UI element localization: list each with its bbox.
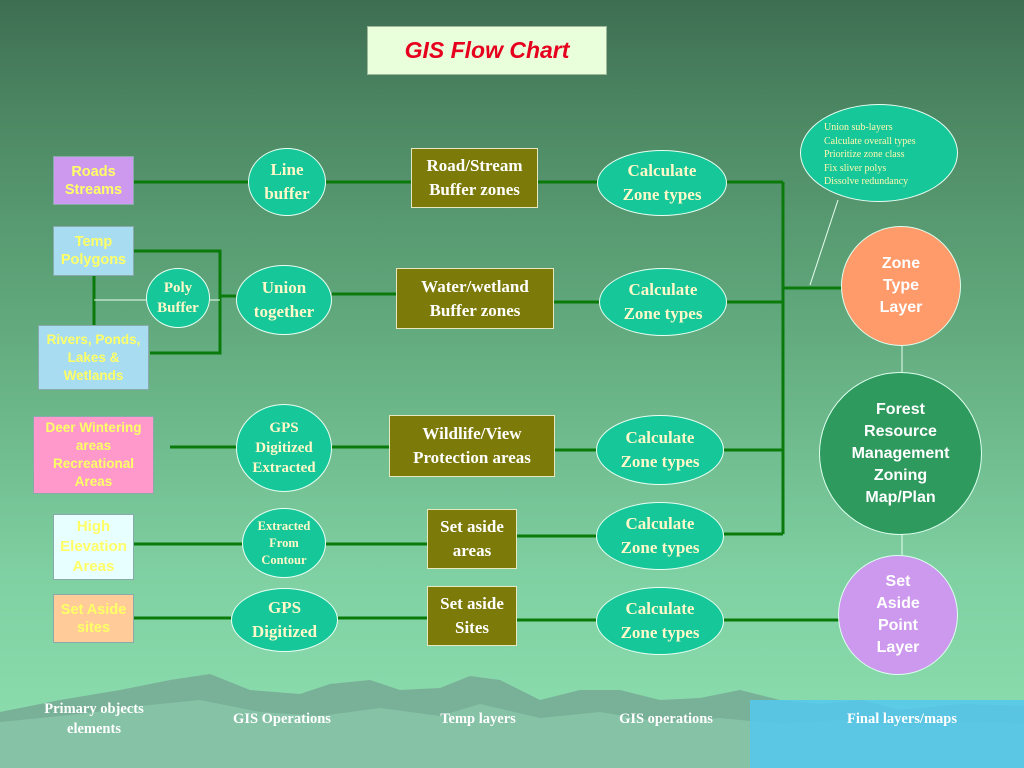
rivers-ponds-box: Rivers, Ponds, Lakes & Wetlands (38, 325, 149, 390)
mountain-silhouette (0, 674, 1024, 768)
footer-gis-operations: GIS Operations (233, 711, 331, 727)
calculate-zone-types-oval: Calculate Zone types (596, 502, 724, 570)
note-line: Union sub-layers (824, 122, 893, 133)
union-together-oval: Union together (236, 265, 332, 335)
zone-type-layer-circle: Zone Type Layer (841, 226, 961, 346)
set-aside-point-layer-circle: Set Aside Point Layer (838, 555, 958, 675)
note-line: Dissolve redundancy (824, 176, 909, 187)
deer-wintering-box: Deer Wintering areas Recreational Areas (33, 416, 154, 494)
calculate-zone-types-oval: Calculate Zone types (599, 268, 727, 336)
line-buffer-oval: Line buffer (248, 148, 326, 216)
footer-temp-layers: Temp layers (440, 711, 516, 727)
set-aside-areas-box: Set aside areas (427, 509, 517, 569)
page-title: GIS Flow Chart (367, 26, 607, 75)
footer-final-layers: Final layers/maps (847, 711, 957, 727)
note-line: Calculate overall types (824, 135, 916, 147)
poly-buffer-oval: Poly Buffer (146, 268, 210, 328)
calculate-zone-types-oval: Calculate Zone types (597, 150, 727, 216)
footer-primary-objects: Primary objects elements (44, 701, 144, 737)
calculate-zone-types-oval: Calculate Zone types (596, 587, 724, 655)
note-line: Fix sliver polys (824, 162, 887, 174)
extracted-from-contour-oval: Extracted From Contour (242, 508, 326, 578)
set-aside-sites-box: Set Aside sites (53, 594, 134, 643)
gps-digitized-extracted-oval: GPS Digitized Extracted (236, 404, 332, 492)
gps-digitized-oval: GPS Digitized (231, 588, 338, 652)
set-aside-sites-temp-box: Set aside Sites (427, 586, 517, 646)
water-wetland-buffer-box: Water/wetland Buffer zones (396, 268, 554, 329)
forest-resource-plan-circle: Forest Resource Management Zoning Map/Pl… (819, 372, 982, 535)
union-steps-note-oval (800, 104, 958, 202)
high-elevation-box: High Elevation Areas (53, 514, 134, 580)
union-steps-note-text: Union sub-layers Calculate overall types… (824, 121, 949, 189)
roads-streams-box: Roads Streams (53, 156, 134, 205)
wildlife-view-protection-box: Wildlife/View Protection areas (389, 415, 555, 477)
temp-polygons-box: Temp Polygons (53, 226, 134, 276)
calculate-zone-types-oval: Calculate Zone types (596, 415, 724, 485)
footer-gis-operations-2: GIS operations (619, 711, 713, 727)
road-stream-buffer-box: Road/Stream Buffer zones (411, 148, 538, 208)
note-line: Prioritize zone class (824, 149, 905, 160)
